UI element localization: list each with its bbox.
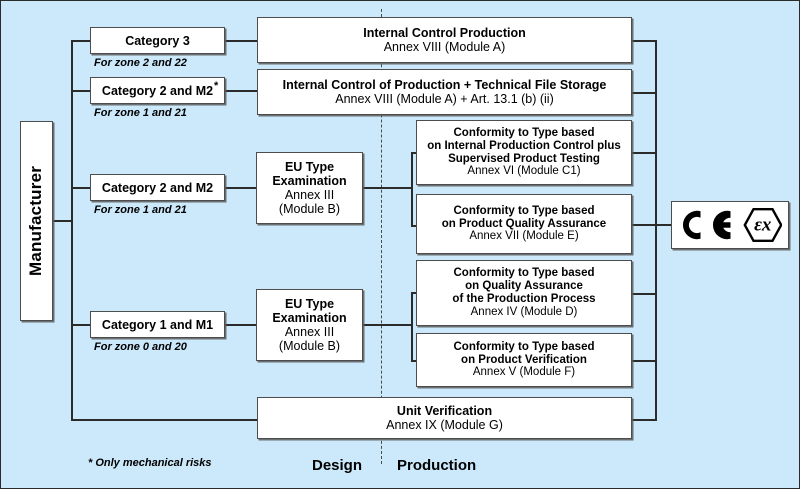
internal-control-tfs-title: Internal Control of Production + Technic… — [282, 78, 607, 92]
category-box-2-star[interactable]: Category 2 and M2 — [90, 77, 225, 104]
connector-conformity4-to-rail — [632, 360, 657, 362]
connector-trunk-category-1 — [71, 324, 91, 326]
conformity-1-line1: Conformity to Type based — [453, 126, 595, 139]
eu-type-exam-2-line2: Examination — [272, 311, 347, 325]
manufacturer-box[interactable]: Manufacturer — [20, 121, 53, 321]
conformity-1-annex: Annex VI (Module C1) — [467, 165, 581, 178]
connector-category2star-to-internal-control-tfs — [225, 90, 257, 92]
category-zone-3: For zone 2 and 22 — [94, 57, 187, 69]
connector-unit-verification-to-rail — [632, 419, 657, 421]
conformity-box-2[interactable]: Conformity to Type based on Product Qual… — [416, 194, 632, 254]
phase-label-production: Production — [397, 457, 477, 474]
conformity-2-annex: Annex VII (Module E) — [469, 230, 579, 243]
conformity-box-3[interactable]: Conformity to Type based on Quality Assu… — [416, 260, 632, 326]
category-box-1[interactable]: Category 1 and M1 — [90, 311, 225, 338]
connector-internal-control-to-rail — [632, 40, 657, 42]
connector-right-rail-vertical — [655, 40, 657, 419]
eu-type-exam-1-line1: EU Type — [284, 160, 335, 174]
connector-eu-exam2-out — [363, 324, 412, 326]
ce-ex-marking-box: εx — [671, 201, 789, 249]
connector-trunk-unit-verification — [71, 419, 257, 421]
conformity-2-line2: on Product Quality Assurance — [441, 217, 607, 230]
internal-control-title: Internal Control Production — [363, 26, 526, 40]
connector-conformity3-to-rail — [632, 293, 657, 295]
connector-rail-to-ce-mark — [655, 224, 673, 226]
eu-type-examination-box-2[interactable]: EU Type Examination Annex III (Module B) — [256, 289, 363, 361]
connector-conformity2-to-rail — [632, 224, 657, 226]
design-production-divider — [381, 9, 382, 464]
conformity-box-4[interactable]: Conformity to Type based on Product Veri… — [416, 333, 632, 387]
unit-verification-annex: Annex IX (Module G) — [386, 418, 503, 432]
category-box-3[interactable]: Category 3 — [90, 27, 225, 54]
category-zone-1: For zone 0 and 20 — [94, 341, 187, 353]
eu-type-exam-1-line2: Examination — [272, 174, 347, 188]
footnote-mechanical-risks: * Only mechanical risks — [88, 457, 212, 469]
category-label-1: Category 1 and M1 — [101, 317, 214, 332]
connector-eu-exam1-to-conformity-1 — [411, 152, 417, 154]
unit-verification-box[interactable]: Unit Verification Annex IX (Module G) — [257, 397, 632, 439]
connector-trunk-category-2 — [71, 187, 91, 189]
internal-control-annex: Annex VIII (Module A) — [383, 40, 506, 54]
internal-control-production-box[interactable]: Internal Control Production Annex VIII (… — [257, 17, 632, 63]
conformity-3-annex: Annex IV (Module D) — [470, 305, 578, 318]
conformity-box-1[interactable]: Conformity to Type based on Internal Pro… — [416, 120, 632, 185]
category-zone-2: For zone 1 and 21 — [94, 204, 187, 216]
connector-trunk-vertical — [71, 40, 73, 420]
conformity-3-line2: on Quality Assurance — [465, 280, 583, 293]
connector-internal-control-tfs-to-rail — [632, 92, 657, 94]
connector-trunk-category-3 — [71, 40, 91, 42]
connector-eu-exam2-to-conformity-3 — [411, 292, 417, 294]
conformity-4-annex: Annex V (Module F) — [472, 366, 576, 379]
category-zone-2-star: For zone 1 and 21 — [94, 107, 187, 119]
conformity-1-line2: on Internal Production Control plus — [427, 139, 621, 152]
conformity-1-line3: Supervised Product Testing — [448, 152, 600, 165]
unit-verification-title: Unit Verification — [396, 404, 493, 418]
connector-category3-to-internal-control — [225, 40, 257, 42]
svg-text:εx: εx — [754, 215, 772, 236]
category-label-2-star: Category 2 and M2 — [101, 83, 214, 98]
eu-type-examination-box-1[interactable]: EU Type Examination Annex III (Module B) — [256, 152, 363, 224]
connector-eu-exam2-fan-vertical — [411, 292, 413, 361]
connector-conformity1-to-rail — [632, 152, 657, 154]
connector-eu-exam1-to-conformity-2 — [411, 225, 417, 227]
eu-type-exam-2-line1: EU Type — [284, 297, 335, 311]
connector-eu-exam1-out — [363, 187, 412, 189]
manufacturer-label: Manufacturer — [26, 165, 46, 277]
connector-category2-to-eu-type-exam-1 — [225, 187, 256, 189]
connector-eu-exam2-to-conformity-4 — [411, 360, 417, 362]
connector-eu-exam1-fan-vertical — [411, 152, 413, 226]
connector-manufacturer-trunk — [53, 220, 72, 222]
category-box-2[interactable]: Category 2 and M2 — [90, 174, 225, 201]
eu-type-exam-1-annex: Annex III — [284, 188, 335, 202]
connector-trunk-category-2-star — [71, 90, 91, 92]
eu-type-exam-2-annex: Annex III — [284, 325, 335, 339]
ce-ex-mark-icon: εx — [682, 208, 782, 242]
eu-type-exam-2-module: (Module B) — [278, 339, 341, 353]
category-label-3: Category 3 — [125, 33, 190, 48]
phase-label-design: Design — [312, 457, 363, 474]
eu-type-exam-1-module: (Module B) — [278, 202, 341, 216]
conformity-4-line1: Conformity to Type based — [453, 340, 595, 353]
connector-category1-to-eu-type-exam-2 — [225, 324, 256, 326]
internal-control-tfs-annex: Annex VIII (Module A) + Art. 13.1 (b) (i… — [335, 92, 554, 106]
conformity-3-line1: Conformity to Type based — [453, 267, 595, 280]
internal-control-tfs-box[interactable]: Internal Control of Production + Technic… — [257, 69, 632, 115]
conformity-3-line3: of the Production Process — [452, 293, 596, 305]
conformity-2-line1: Conformity to Type based — [453, 204, 595, 217]
conformity-4-line2: on Product Verification — [461, 353, 587, 366]
category-label-2: Category 2 and M2 — [101, 180, 214, 195]
mechanical-risk-asterisk: * — [214, 80, 219, 92]
